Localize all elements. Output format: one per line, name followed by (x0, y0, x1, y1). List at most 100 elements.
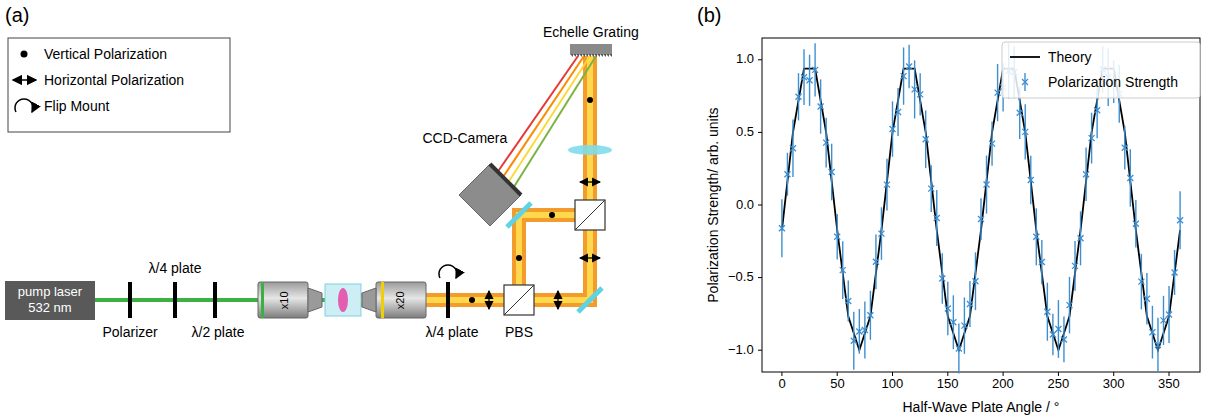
data-marker (862, 327, 868, 333)
data-marker (923, 136, 929, 142)
data-marker (834, 234, 840, 240)
data-marker (784, 171, 790, 177)
data-point (1149, 306, 1155, 359)
data-point (1072, 241, 1078, 291)
data-marker (1155, 342, 1161, 348)
theory-sample (1010, 56, 1040, 58)
data-marker (1089, 135, 1095, 141)
legend-label: Horizontal Polarization (44, 72, 184, 88)
data-marker (890, 126, 896, 132)
data-point (895, 88, 901, 136)
data-point (1089, 113, 1095, 164)
data-marker (840, 267, 846, 273)
beam-splitter-diagonal (575, 200, 605, 230)
diffracted-beam (514, 56, 596, 188)
data-point (923, 110, 929, 168)
data-point (1055, 300, 1061, 358)
wave-plate (213, 282, 217, 318)
data-marker (961, 323, 967, 329)
data-point (851, 312, 857, 370)
data-point (796, 73, 802, 120)
data-point (961, 297, 967, 353)
diffracted-beam (508, 56, 590, 182)
axis-title: Half-Wave Plate Angle / ° (903, 399, 1060, 415)
grating-groove (591, 54, 594, 57)
diffracted-beam (498, 56, 578, 172)
data-marker (950, 319, 956, 325)
grating-groove (606, 54, 609, 57)
tick-mark (1058, 372, 1059, 376)
emission-beam-core (335, 56, 590, 300)
data-point (934, 190, 940, 246)
data-marker (1033, 234, 1039, 240)
tick-label: 200 (992, 377, 1014, 392)
component-label: λ/2 plate (192, 324, 245, 340)
data-marker (790, 145, 796, 151)
data-marker (823, 140, 829, 146)
data-marker-sample (1022, 79, 1028, 85)
tick-mark (1003, 372, 1004, 376)
component-label: λ/4 plate (426, 324, 479, 340)
data-marker (779, 225, 785, 231)
data-point (784, 153, 790, 196)
data-marker (956, 346, 962, 352)
objective-nose (362, 288, 376, 312)
grating-groove (585, 54, 588, 57)
data-marker (895, 109, 901, 115)
data-marker (873, 259, 879, 265)
data-point (1044, 283, 1050, 341)
data-point (884, 159, 890, 211)
data-marker (1061, 336, 1067, 342)
tick-mark (758, 350, 762, 351)
data-point (1028, 156, 1034, 205)
tick-mark (758, 277, 762, 278)
wave-plate (128, 282, 132, 318)
flip-mount-symbol (439, 265, 457, 278)
polarization-chart (758, 38, 1200, 376)
data-point (856, 309, 862, 354)
vertical-polarization-dot (549, 212, 555, 218)
data-point (1127, 149, 1133, 206)
data-marker (1078, 235, 1084, 241)
data-point (901, 47, 907, 104)
legend-label: Flip Mount (44, 98, 109, 114)
data-marker (978, 216, 984, 222)
data-marker (995, 90, 1001, 96)
data-point (818, 79, 824, 133)
tick-mark (1169, 372, 1170, 376)
lens (568, 145, 612, 155)
tick-mark (1113, 372, 1114, 376)
data-marker (934, 215, 940, 221)
data-marker (1083, 171, 1089, 177)
data-marker (1122, 145, 1128, 151)
data-marker (1172, 269, 1178, 275)
data-marker (1050, 331, 1056, 337)
component-label: PBS (505, 324, 533, 340)
data-point (834, 214, 840, 259)
data-marker (1044, 309, 1050, 315)
data-marker (807, 77, 813, 83)
data-marker (1144, 296, 1150, 302)
echelle-grating (570, 44, 612, 54)
data-point (1122, 126, 1128, 169)
tick-label: 100 (882, 377, 904, 392)
data-point (1050, 314, 1056, 355)
data-marker (884, 182, 890, 188)
data-point (917, 73, 923, 115)
data-marker (812, 67, 818, 73)
data-point (972, 252, 978, 310)
sample (338, 288, 348, 312)
data-marker (1039, 259, 1045, 265)
mirror (578, 288, 602, 312)
sample-cuvette (325, 284, 361, 316)
tick-label: 50 (830, 377, 844, 392)
chart-legend-box (1002, 42, 1200, 98)
data-marker (1072, 263, 1078, 269)
data-marker (1161, 317, 1167, 323)
camera-body (459, 164, 521, 226)
horizontal-polarization-arrow (13, 79, 36, 81)
legend-label: Theory (1048, 49, 1092, 65)
data-marker (867, 312, 873, 318)
data-marker (845, 298, 851, 304)
